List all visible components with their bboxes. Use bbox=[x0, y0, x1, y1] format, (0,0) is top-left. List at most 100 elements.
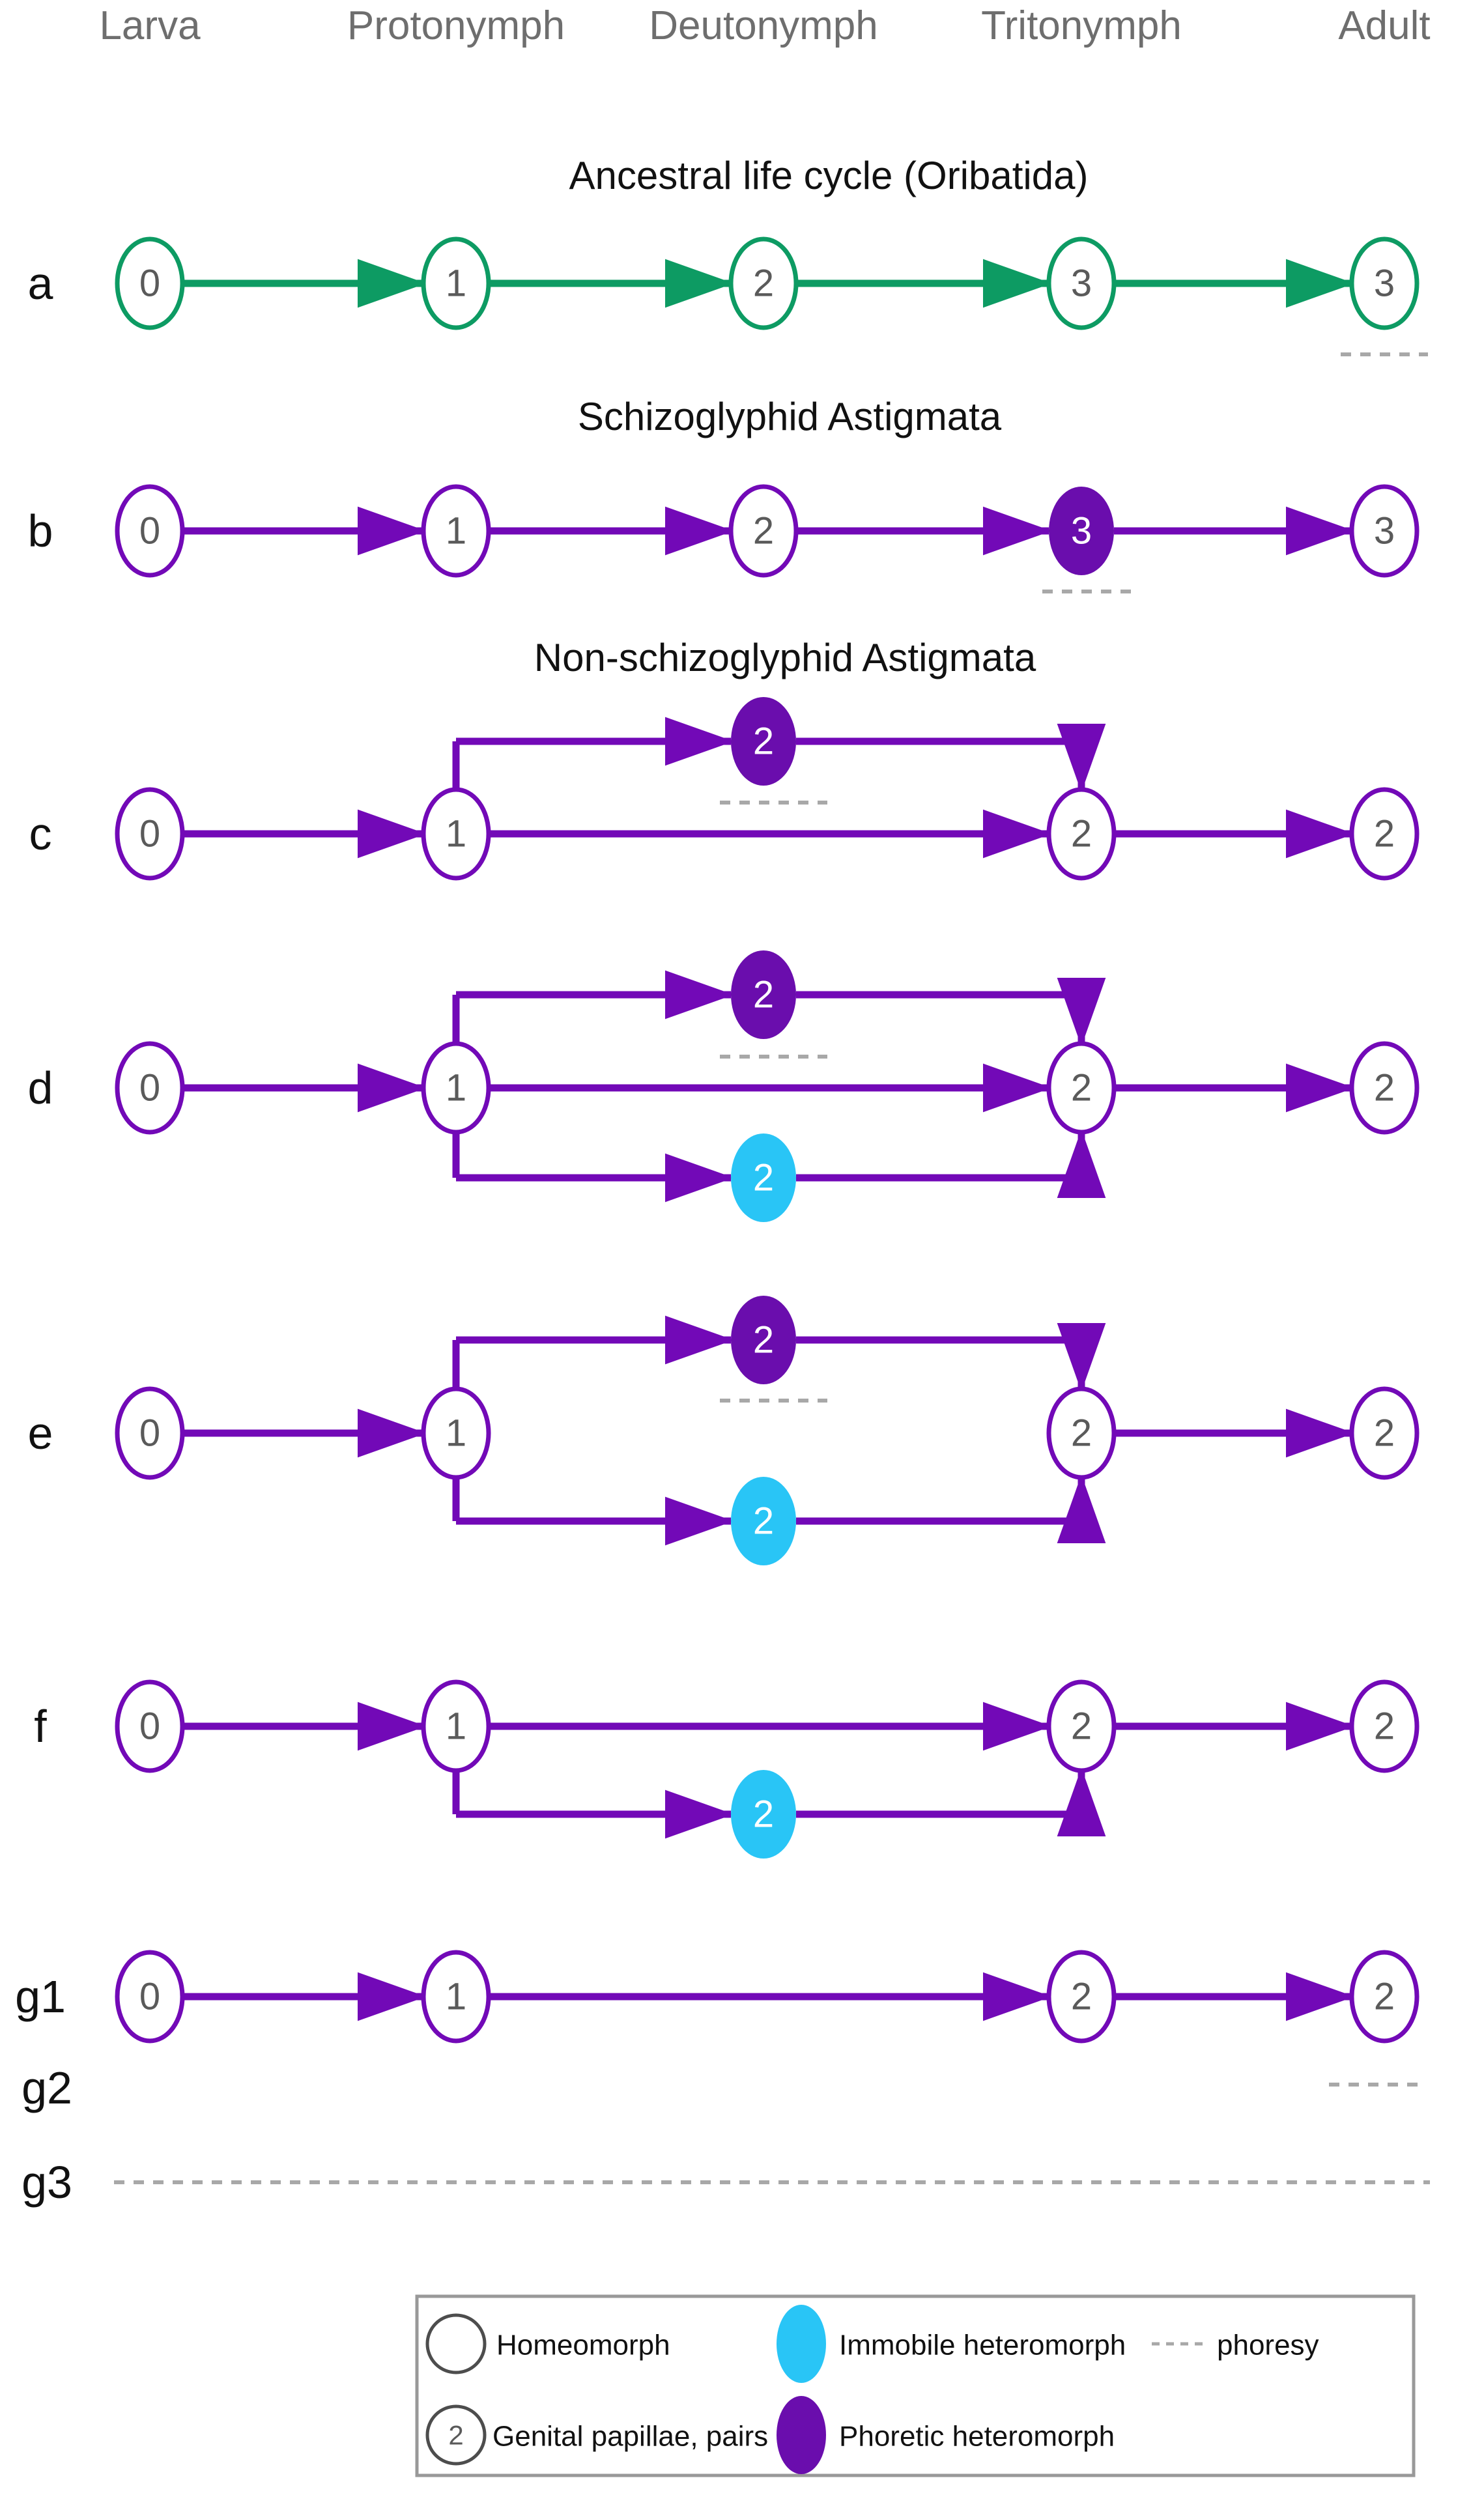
column-header-protonymph: Protonymph bbox=[347, 3, 565, 48]
node-b-c0-value: 0 bbox=[139, 510, 160, 552]
node-e-c0[interactable]: 0 bbox=[115, 1386, 185, 1480]
node-a-c1-shape bbox=[421, 236, 491, 330]
row-label-g1: g1 bbox=[15, 1971, 66, 2022]
node-f-c1-value: 1 bbox=[446, 1705, 466, 1748]
node-a-c1[interactable]: 1 bbox=[421, 236, 491, 330]
node-d-upper[interactable]: 2 bbox=[731, 950, 796, 1039]
node-b-c0[interactable]: 0 bbox=[115, 484, 185, 578]
legend-item-homeomorph[interactable]: Homeomorph bbox=[425, 2313, 670, 2374]
node-g1-c4-shape bbox=[1349, 1950, 1420, 2044]
node-d-lower-shape bbox=[731, 1133, 796, 1222]
node-e-c3-value: 2 bbox=[1071, 1412, 1092, 1455]
node-e-c3[interactable]: 2 bbox=[1046, 1386, 1117, 1480]
legend-item-phoretic-heteromorph[interactable]: Phoretic heteromorph bbox=[777, 2396, 1115, 2474]
node-g1-c0-shape bbox=[115, 1950, 185, 2044]
open-circle-icon bbox=[425, 2313, 487, 2374]
node-g1-c3[interactable]: 2 bbox=[1046, 1950, 1117, 2044]
node-c-c0-shape bbox=[115, 787, 185, 881]
row-b: 0 1 2 3 3 b bbox=[28, 484, 1420, 593]
node-c-c0[interactable]: 0 bbox=[115, 787, 185, 881]
row-g1: 0 1 2 2 g1 bbox=[15, 1950, 1420, 2044]
node-c-upper[interactable]: 2 bbox=[731, 697, 796, 786]
row-d: 0 1 2 2 2 2 d bbox=[28, 950, 1420, 1222]
cyan-circle-icon bbox=[777, 2305, 826, 2383]
node-b-c4-value: 3 bbox=[1374, 510, 1395, 552]
node-f-c1[interactable]: 1 bbox=[421, 1679, 491, 1773]
node-g1-c1[interactable]: 1 bbox=[421, 1950, 491, 2044]
node-c-c3[interactable]: 2 bbox=[1046, 787, 1117, 881]
node-g1-c3-shape bbox=[1046, 1950, 1117, 2044]
node-b-c1[interactable]: 1 bbox=[421, 484, 491, 578]
node-g1-c1-shape bbox=[421, 1950, 491, 2044]
legend-label-homeomorph: Homeomorph bbox=[496, 2330, 670, 2361]
node-a-c4[interactable]: 3 bbox=[1349, 236, 1420, 330]
node-g1-c4[interactable]: 2 bbox=[1349, 1950, 1420, 2044]
node-d-c4[interactable]: 2 bbox=[1349, 1041, 1420, 1135]
node-a-c2[interactable]: 2 bbox=[728, 236, 799, 330]
node-c-upper-shape bbox=[731, 697, 796, 786]
row-g3: g3 bbox=[21, 2157, 1430, 2208]
node-e-lower-value: 2 bbox=[753, 1500, 774, 1543]
column-header-larva: Larva bbox=[99, 3, 201, 48]
node-a-c3[interactable]: 3 bbox=[1046, 236, 1117, 330]
node-b-c3-shape bbox=[1049, 487, 1114, 575]
node-g1-c0-value: 0 bbox=[139, 1976, 160, 2018]
node-f-c4[interactable]: 2 bbox=[1349, 1679, 1420, 1773]
purple-circle-icon bbox=[777, 2396, 826, 2474]
node-e-c1[interactable]: 1 bbox=[421, 1386, 491, 1480]
node-e-c1-value: 1 bbox=[446, 1412, 466, 1455]
node-e-upper[interactable]: 2 bbox=[731, 1296, 796, 1384]
row-label-b: b bbox=[28, 506, 53, 556]
node-b-c1-value: 1 bbox=[446, 510, 466, 552]
column-header-tritonymph: Tritonymph bbox=[981, 3, 1182, 48]
node-b-c1-shape bbox=[421, 484, 491, 578]
node-a-c1-value: 1 bbox=[446, 263, 466, 305]
node-f-c0-shape bbox=[115, 1679, 185, 1773]
node-b-c2[interactable]: 2 bbox=[728, 484, 799, 578]
numbered-circle-value: 2 bbox=[448, 2420, 463, 2451]
node-g1-c1-value: 1 bbox=[446, 1976, 466, 2018]
node-d-lower[interactable]: 2 bbox=[731, 1133, 796, 1222]
node-e-c4[interactable]: 2 bbox=[1349, 1386, 1420, 1480]
node-e-c0-value: 0 bbox=[139, 1412, 160, 1455]
node-f-c4-value: 2 bbox=[1374, 1705, 1395, 1748]
node-f-c0[interactable]: 0 bbox=[115, 1679, 185, 1773]
section-titles: Ancestral life cycle (Oribatida)Schizogl… bbox=[534, 154, 1089, 679]
node-e-c3-shape bbox=[1046, 1386, 1117, 1480]
node-g1-c0[interactable]: 0 bbox=[115, 1950, 185, 2044]
node-f-lower[interactable]: 2 bbox=[731, 1770, 796, 1859]
node-d-c3[interactable]: 2 bbox=[1046, 1041, 1117, 1135]
legend-item-immobile-heteromorph[interactable]: Immobile heteromorph bbox=[777, 2305, 1126, 2383]
legend-item-phoresy[interactable]: phoresy bbox=[1152, 2330, 1319, 2361]
node-a-c3-shape bbox=[1046, 236, 1117, 330]
node-d-c1-value: 1 bbox=[446, 1067, 466, 1109]
node-f-c3[interactable]: 2 bbox=[1046, 1679, 1117, 1773]
legend-label-phoresy: phoresy bbox=[1217, 2330, 1319, 2361]
column-header-adult: Adult bbox=[1338, 3, 1430, 48]
node-f-lower-value: 2 bbox=[753, 1793, 774, 1836]
node-d-c0[interactable]: 0 bbox=[115, 1041, 185, 1135]
node-a-c0-shape bbox=[115, 236, 185, 330]
node-a-c0[interactable]: 0 bbox=[115, 236, 185, 330]
node-b-c4[interactable]: 3 bbox=[1349, 484, 1420, 578]
node-f-lower-shape bbox=[731, 1770, 796, 1859]
node-b-c3[interactable]: 3 bbox=[1049, 487, 1114, 575]
node-b-c2-shape bbox=[728, 484, 799, 578]
node-d-c1[interactable]: 1 bbox=[421, 1041, 491, 1135]
node-a-c2-shape bbox=[728, 236, 799, 330]
node-c-c1[interactable]: 1 bbox=[421, 787, 491, 881]
node-b-c3-value: 3 bbox=[1071, 510, 1092, 552]
node-d-c3-shape bbox=[1046, 1041, 1117, 1135]
node-e-lower[interactable]: 2 bbox=[731, 1477, 796, 1565]
node-c-c4-value: 2 bbox=[1374, 813, 1395, 855]
row-label-d: d bbox=[28, 1062, 53, 1113]
node-c-c4[interactable]: 2 bbox=[1349, 787, 1420, 881]
node-a-c4-shape bbox=[1349, 236, 1420, 330]
node-d-c3-value: 2 bbox=[1071, 1067, 1092, 1109]
